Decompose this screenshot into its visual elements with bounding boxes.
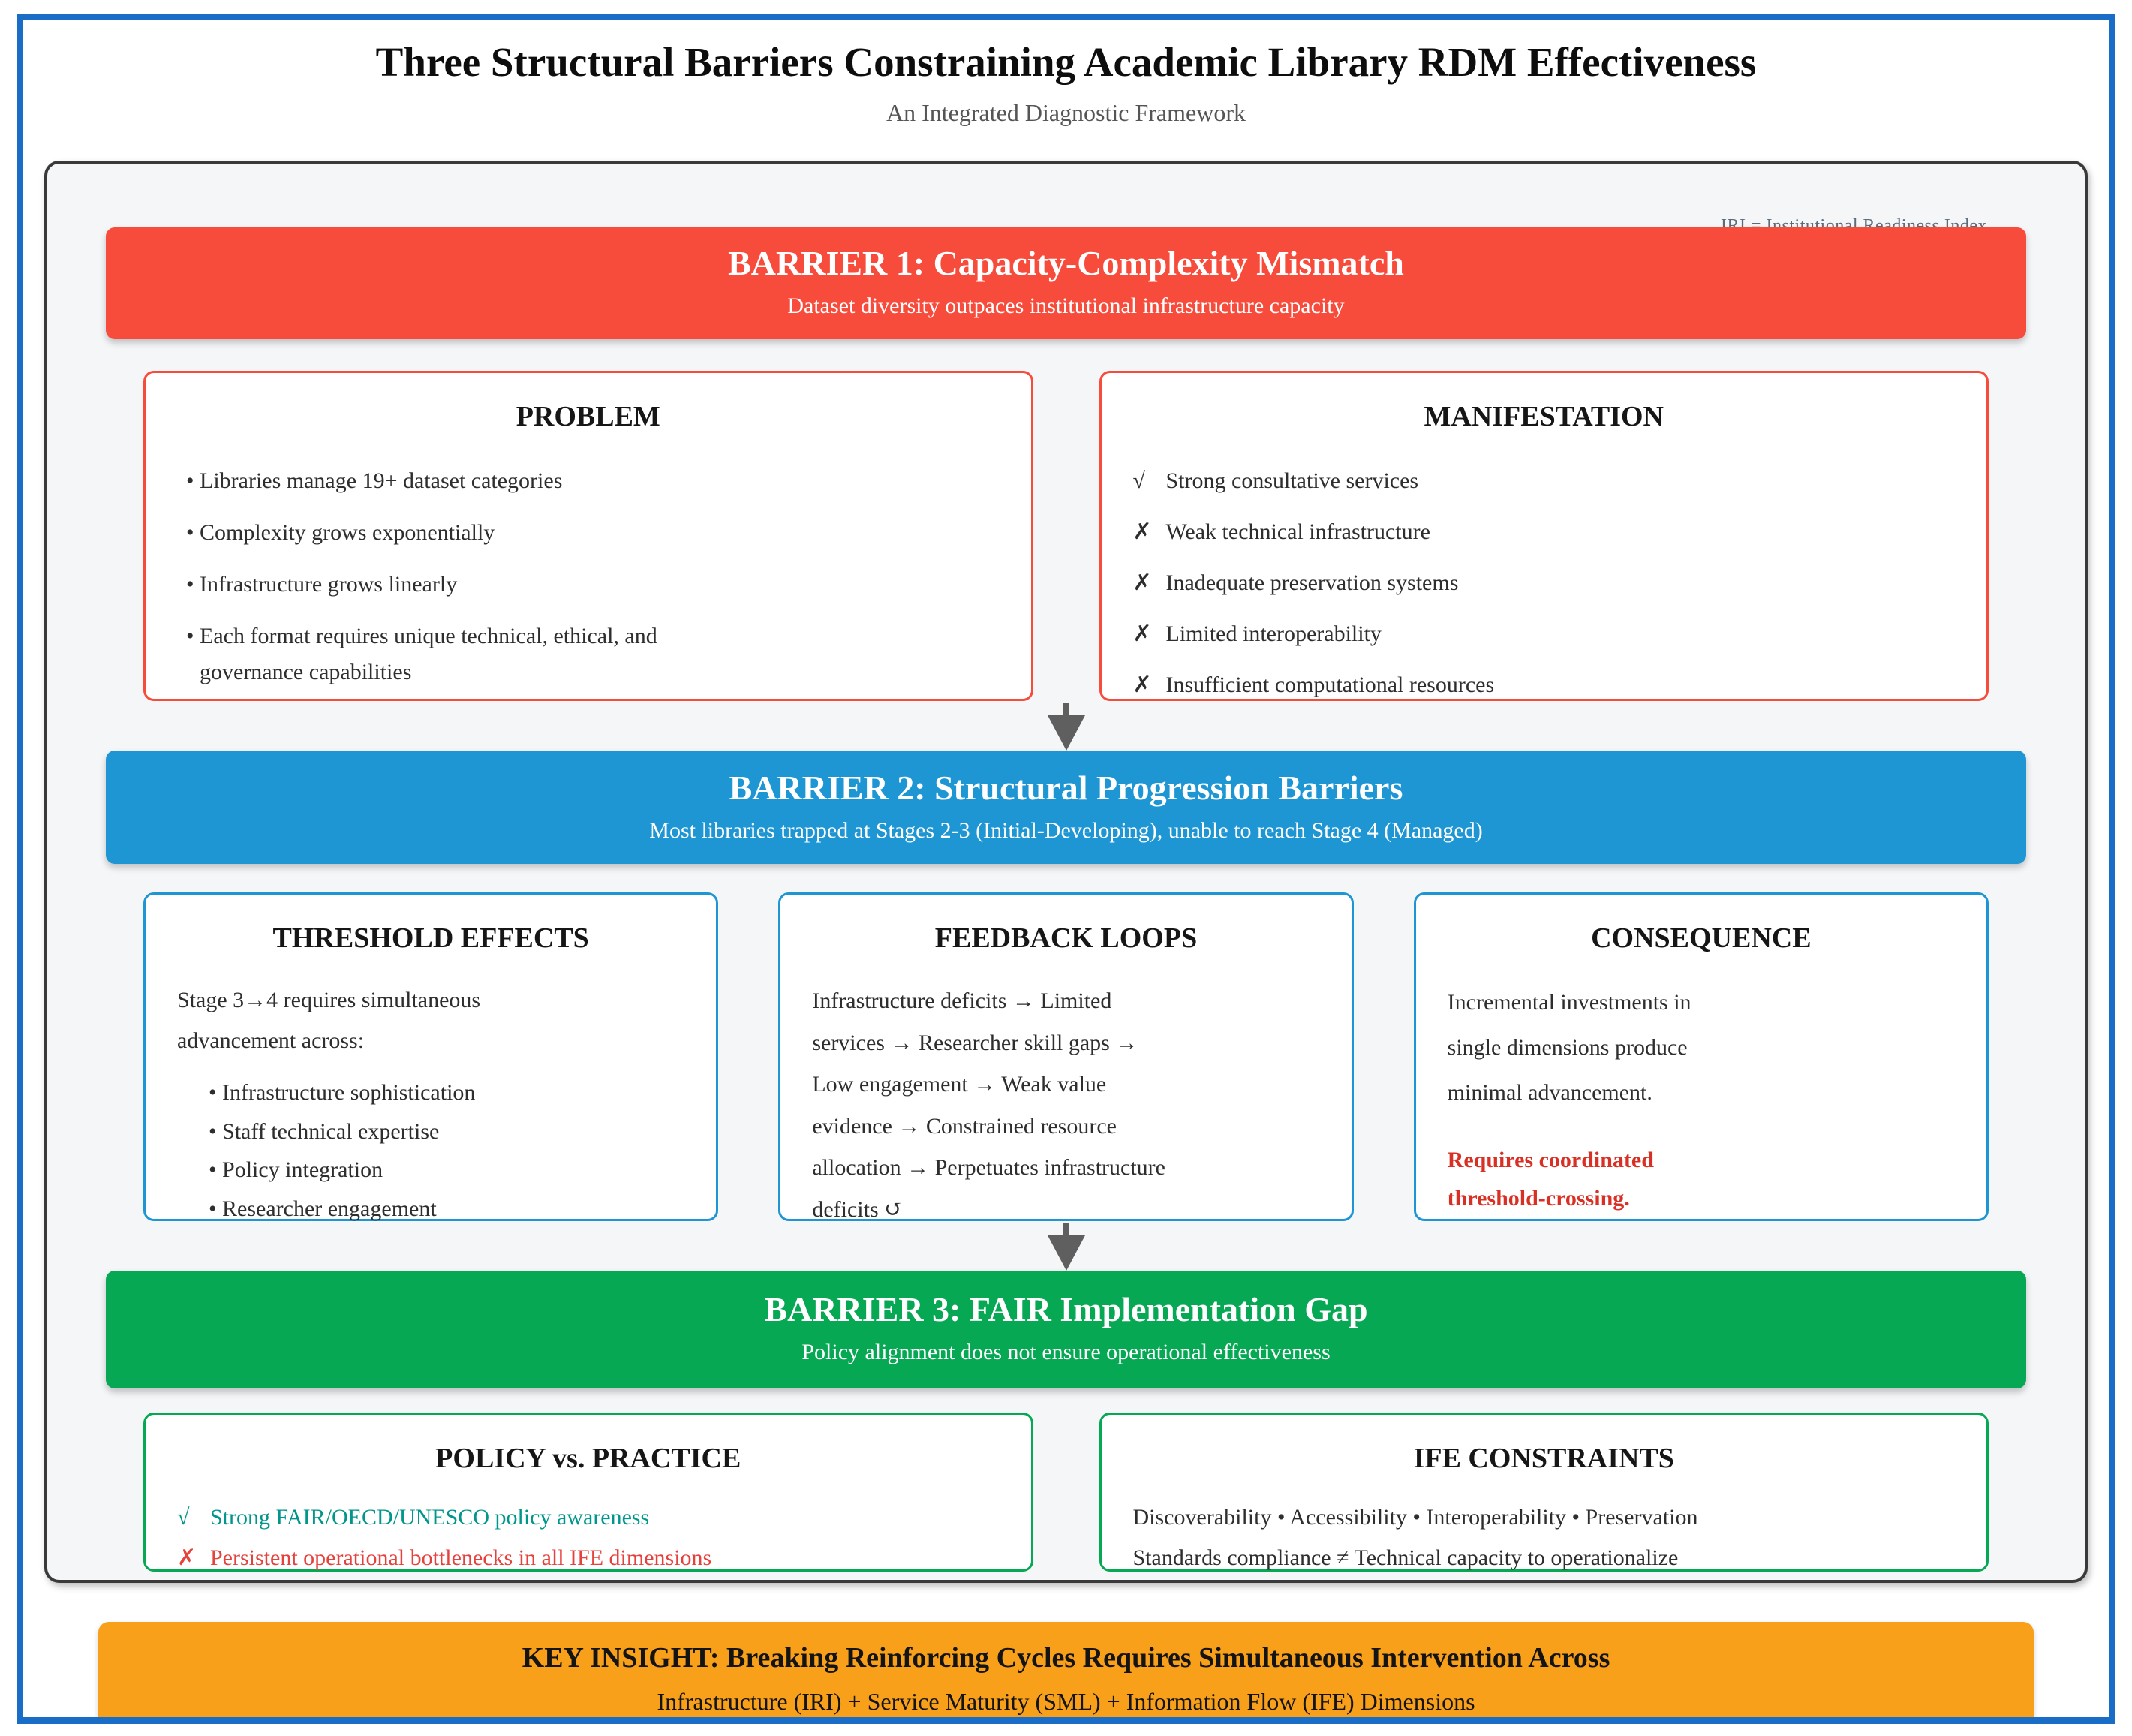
- ife-constraints-content: Discoverability • Accessibility • Intero…: [1133, 1497, 1956, 1578]
- problem-heading: PROBLEM: [516, 401, 660, 433]
- list-item-text: Insufficient computational resources: [1165, 672, 1495, 698]
- policy-positive-text: Strong FAIR/OECD/UNESCO policy awareness: [210, 1504, 650, 1530]
- list-item: • Infrastructure sophistication: [209, 1080, 476, 1106]
- policy-positive-line: √ Strong FAIR/OECD/UNESCO policy awarenes…: [177, 1497, 1000, 1538]
- barrier-3-banner: BARRIER 3: FAIR Implementation Gap Polic…: [106, 1271, 2026, 1388]
- list-item: • Each format requires unique technical,…: [186, 624, 657, 685]
- check-mark-icon: √: [1132, 468, 1145, 494]
- list-item: • Researcher engagement: [209, 1196, 437, 1221]
- manifestation-list: √ Strong consultative services ✗ Weak tech…: [1133, 463, 1956, 703]
- consequence-text: Incremental investments in single dimens…: [1447, 990, 1691, 1106]
- list-item: √ Strong consultative services: [1133, 463, 1956, 499]
- consequence-card: CONSEQUENCE Incremental investments in s…: [1413, 892, 1989, 1222]
- list-item: ✗ Weak technical infrastructure: [1133, 514, 1956, 550]
- list-item: • Libraries manage 19+ dataset categorie…: [186, 468, 563, 494]
- list-item: • Infrastructure grows linearly: [186, 572, 458, 597]
- ife-dimensions-line: Discoverability • Accessibility • Intero…: [1132, 1504, 1698, 1530]
- feedback-loops-heading: FEEDBACK LOOPS: [934, 922, 1198, 955]
- barrier-3-subtitle: Policy alignment does not ensure operati…: [801, 1339, 1331, 1364]
- ife-compliance-line: Standards compliance ≠ Technical capacit…: [1132, 1545, 1679, 1570]
- policy-vs-practice-content: √ Strong FAIR/OECD/UNESCO policy awarenes…: [177, 1497, 1000, 1578]
- consequence-content: Incremental investments in single dimens…: [1448, 980, 1955, 1217]
- barrier-1-subtitle: Dataset diversity outpaces institutional…: [787, 293, 1345, 319]
- threshold-intro: Stage 3→4 requires simultaneous advancem…: [177, 988, 481, 1054]
- key-insight-subtitle: Infrastructure (IRI) + Service Maturity …: [657, 1687, 1475, 1715]
- barrier-2-banner: BARRIER 2: Structural Progression Barrie…: [106, 751, 2026, 865]
- cross-mark-icon: ✗: [1132, 519, 1152, 545]
- page-frame: Three Structural Barriers Constraining A…: [17, 14, 2115, 1724]
- cross-mark-icon: ✗: [177, 1545, 197, 1570]
- barrier-1-cards-row: PROBLEM • Libraries manage 19+ dataset c…: [143, 371, 1989, 703]
- list-item: • Complexity grows exponentially: [186, 520, 495, 546]
- barrier-2-cards-row: THRESHOLD EFFECTS Stage 3→4 requires sim…: [143, 892, 1989, 1222]
- down-arrow-icon: [47, 703, 2085, 751]
- threshold-effects-card: THRESHOLD EFFECTS Stage 3→4 requires sim…: [143, 892, 719, 1222]
- key-insight-banner: KEY INSIGHT: Breaking Reinforcing Cycles…: [98, 1622, 2034, 1717]
- feedback-loop-text: Infrastructure deficits → Limited servic…: [812, 988, 1165, 1222]
- threshold-list: • Infrastructure sophistication • Staff …: [209, 1073, 684, 1228]
- policy-vs-practice-card: POLICY vs. PRACTICE √ Strong FAIR/OECD/UN…: [143, 1412, 1033, 1572]
- list-item-text: Inadequate preservation systems: [1165, 570, 1459, 596]
- cross-mark-icon: ✗: [1132, 621, 1152, 647]
- problem-card: PROBLEM • Libraries manage 19+ dataset c…: [143, 371, 1033, 702]
- list-item-text: Limited interoperability: [1165, 621, 1382, 647]
- policy-negative-text: Persistent operational bottlenecks in al…: [210, 1545, 712, 1570]
- threshold-effects-heading: THRESHOLD EFFECTS: [272, 922, 589, 955]
- threshold-effects-content: Stage 3→4 requires simultaneous advancem…: [177, 980, 684, 1228]
- check-mark-icon: √: [177, 1504, 190, 1530]
- policy-negative-line: ✗ Persistent operational bottlenecks in a…: [177, 1538, 1000, 1578]
- list-item: • Policy integration: [209, 1157, 383, 1183]
- barrier-1-banner: BARRIER 1: Capacity-Complexity Mismatch …: [106, 227, 2026, 340]
- list-item-text: Strong consultative services: [1165, 468, 1419, 494]
- down-arrow-icon: [47, 1223, 2085, 1271]
- cross-mark-icon: ✗: [1132, 570, 1152, 596]
- policy-vs-practice-heading: POLICY vs. PRACTICE: [435, 1442, 741, 1474]
- page-subtitle: An Integrated Diagnostic Framework: [886, 99, 1246, 127]
- barrier-2-title: BARRIER 2: Structural Progression Barrie…: [729, 769, 1403, 808]
- barrier-3-title: BARRIER 3: FAIR Implementation Gap: [764, 1290, 1368, 1329]
- ife-constraints-heading: IFE CONSTRAINTS: [1413, 1442, 1674, 1474]
- manifestation-card: MANIFESTATION √ Strong consultative servi…: [1099, 371, 1989, 703]
- consequence-emphasis: Requires coordinated threshold-crossing.: [1447, 1148, 1654, 1211]
- framework-container: IRI = Institutional Readiness Index BARR…: [44, 161, 2088, 1584]
- list-item-text: Weak technical infrastructure: [1165, 519, 1430, 545]
- barrier-3-cards-row: POLICY vs. PRACTICE √ Strong FAIR/OECD/UN…: [143, 1412, 1989, 1572]
- list-item: • Staff technical expertise: [209, 1118, 440, 1144]
- key-insight-title: KEY INSIGHT: Breaking Reinforcing Cycles…: [522, 1642, 1610, 1674]
- page-title: Three Structural Barriers Constraining A…: [375, 39, 1757, 85]
- cross-mark-icon: ✗: [1132, 672, 1152, 698]
- list-item: ✗ Insufficient computational resources: [1133, 667, 1956, 703]
- list-item: ✗ Inadequate preservation systems: [1133, 565, 1956, 601]
- feedback-loops-card: FEEDBACK LOOPS Infrastructure deficits →…: [778, 892, 1354, 1222]
- consequence-heading: CONSEQUENCE: [1591, 922, 1812, 955]
- problem-list: • Libraries manage 19+ dataset categorie…: [177, 463, 1000, 690]
- feedback-loops-content: Infrastructure deficits → Limited servic…: [812, 980, 1319, 1230]
- barrier-1-title: BARRIER 1: Capacity-Complexity Mismatch: [728, 244, 1404, 283]
- manifestation-heading: MANIFESTATION: [1424, 401, 1664, 433]
- ife-constraints-card: IFE CONSTRAINTS Discoverability • Access…: [1099, 1412, 1989, 1572]
- list-item: ✗ Limited interoperability: [1133, 616, 1956, 652]
- barrier-2-subtitle: Most libraries trapped at Stages 2-3 (In…: [649, 818, 1483, 844]
